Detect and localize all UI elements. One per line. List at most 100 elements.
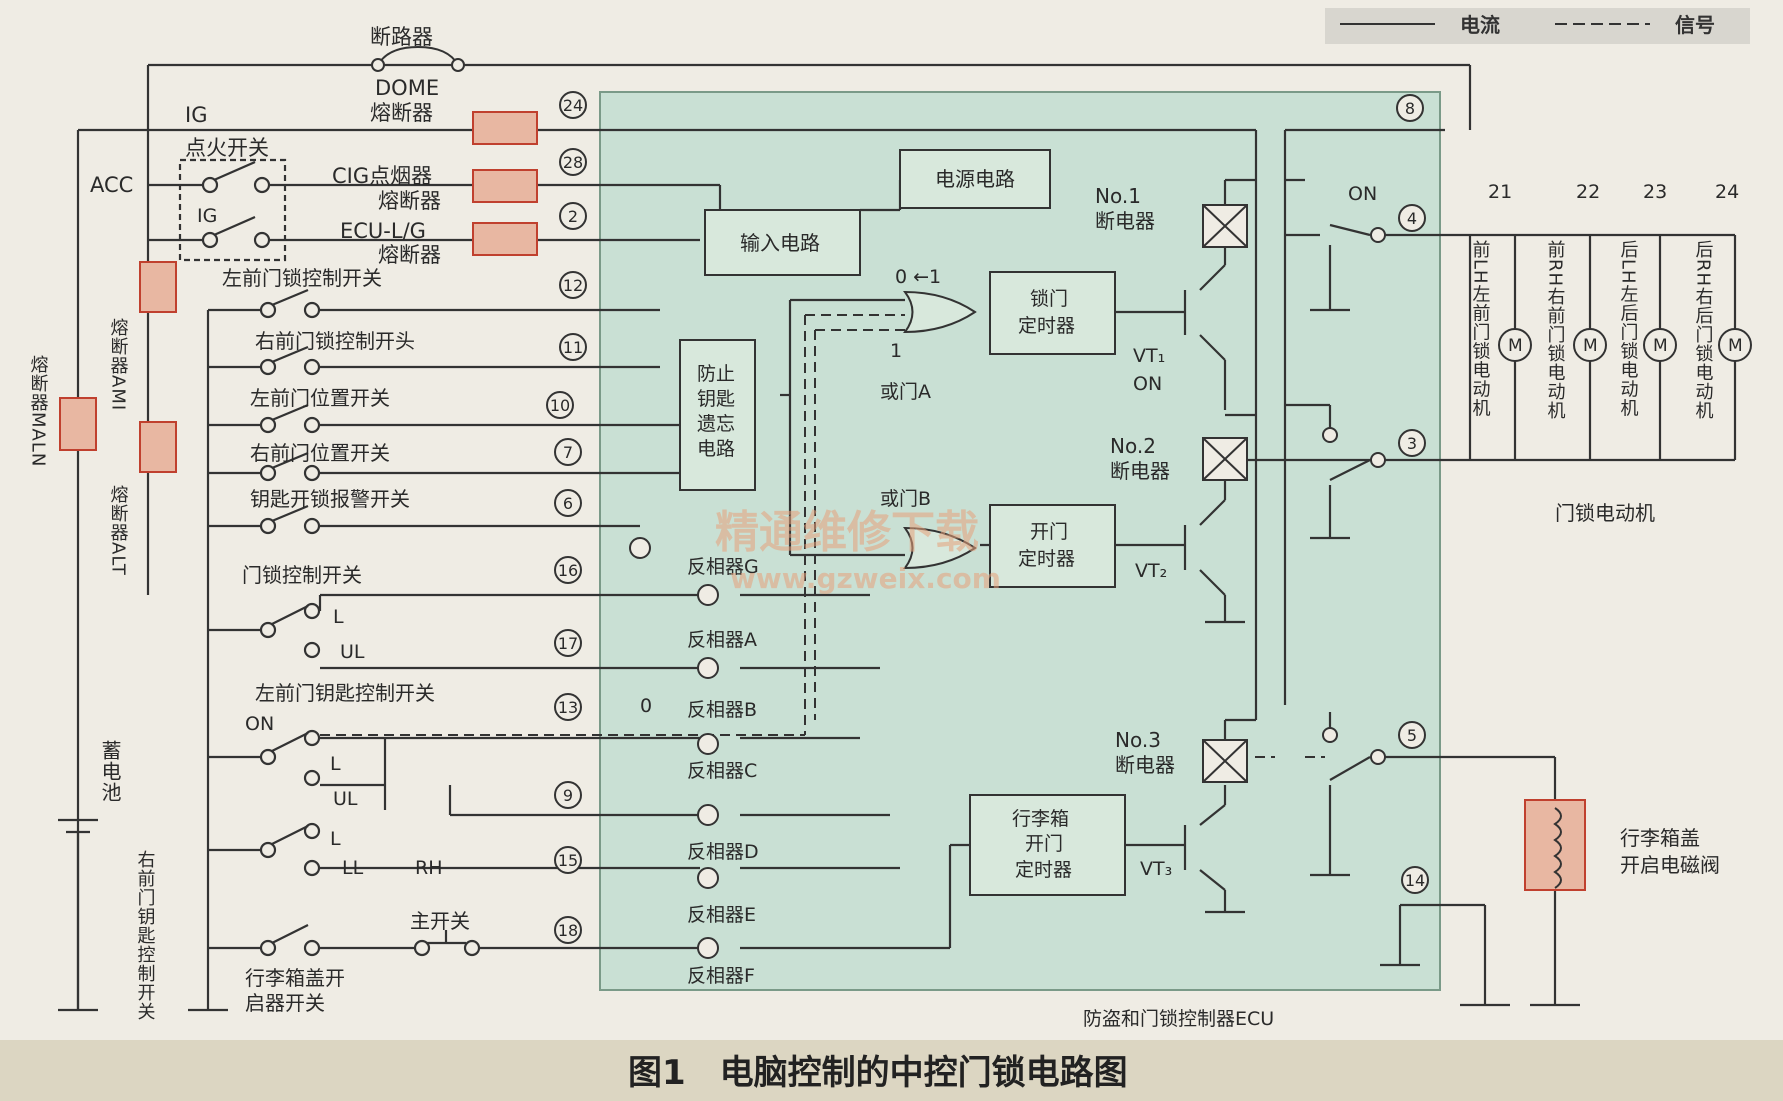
no1-label: No.1 xyxy=(1095,184,1141,208)
inv-g-label: 反相器G xyxy=(687,556,759,578)
watermark-cn: 精通维修下载 xyxy=(715,507,979,558)
vt3-label: VT₃ xyxy=(1140,858,1172,880)
legend-signal: 信号 xyxy=(1675,13,1715,37)
terminal-11: 11 xyxy=(563,338,583,357)
alt-fuse xyxy=(139,421,177,473)
m24-label: 24 xyxy=(1715,181,1739,203)
key-forget-1-label: 防止 xyxy=(697,363,735,385)
l3-label: L xyxy=(330,828,341,850)
acc-label: ACC xyxy=(90,173,133,197)
trunk-timer-1-label: 行李箱 xyxy=(1012,808,1069,830)
labels: 断路器DOME熔断器IG点火开关ACCIGCIG点烟器熔断器ECU-L/G熔断器… xyxy=(90,25,1743,1030)
trunk-timer-2-label: 开门 xyxy=(1025,833,1063,855)
no3-b-label: 断电器 xyxy=(1115,753,1175,777)
ul1-label: UL xyxy=(340,641,365,663)
signal-lines xyxy=(320,314,1325,758)
main-fuse-vertical-label: 熔断器MALN xyxy=(28,355,49,468)
one-label: 1 xyxy=(890,340,902,362)
cig-fuse xyxy=(472,169,538,203)
dome-fuse xyxy=(472,111,538,145)
alt-vertical-label: 熔断器ALT xyxy=(108,485,129,576)
terminal-4: 4 xyxy=(1407,209,1417,228)
inv-f-label: 反相器F xyxy=(687,965,755,987)
no3-label: No.3 xyxy=(1115,728,1161,752)
motor-m-label: M xyxy=(1583,336,1598,356)
key-forget-4-label: 电路 xyxy=(697,438,735,460)
dome-label: DOME xyxy=(375,76,439,100)
vt1-label: VT₁ xyxy=(1133,345,1165,367)
on-label: ON xyxy=(245,713,274,735)
vt1-on-label: ON xyxy=(1133,373,1162,395)
zero-one-label: 0 ←1 xyxy=(895,266,941,288)
ig-label: IG xyxy=(185,103,207,127)
terminal-3: 3 xyxy=(1407,434,1417,453)
cig-label: CIG点烟器 xyxy=(332,164,432,188)
legend: 电流 信号 xyxy=(1325,8,1750,44)
ami-vertical-label: 熔断器AMI xyxy=(108,318,129,411)
terminal-12: 12 xyxy=(563,276,583,295)
terminal-8: 8 xyxy=(1405,99,1415,118)
trunk-switch-1-label: 行李箱盖开 xyxy=(245,966,345,990)
terminal-16: 16 xyxy=(558,561,578,580)
ignition-switch-box xyxy=(178,158,287,262)
caption-bar xyxy=(0,1040,1783,1101)
motor-m-label: M xyxy=(1728,336,1743,356)
terminals xyxy=(546,91,1429,944)
key-forget-box xyxy=(679,339,756,491)
ecu-ig-fuse xyxy=(472,222,538,256)
m23-label: 23 xyxy=(1643,181,1667,203)
switches xyxy=(178,158,481,957)
terminal-18: 18 xyxy=(558,921,578,940)
or-b-label: 或门B xyxy=(880,488,931,510)
vt2-label: VT₂ xyxy=(1135,560,1167,582)
rf-key-vertical-label: 右前门钥匙控制开关 xyxy=(135,850,156,1021)
terminal-2: 2 xyxy=(568,207,578,226)
motor-rr-vertical-label: 后RH右后门锁电动机 xyxy=(1693,240,1714,420)
power-circuit-label: 电源电路 xyxy=(935,167,1015,191)
inv-a-label: 反相器A xyxy=(687,629,757,651)
ecu-ig-label: ECU-L/G xyxy=(340,219,426,243)
or-gate-b xyxy=(903,526,977,570)
l1-label: L xyxy=(333,606,344,628)
ul2-label: UL xyxy=(333,788,358,810)
terminal-6: 6 xyxy=(563,494,573,513)
input-circuit-box xyxy=(704,209,861,276)
unlock-timer-box xyxy=(989,504,1116,588)
power-circuit-box xyxy=(899,149,1051,209)
terminal-24: 24 xyxy=(563,96,583,115)
trunk-sol-2-label: 开启电磁阀 xyxy=(1620,853,1720,877)
main-fuse xyxy=(59,397,97,451)
figure-caption: 图1 电脑控制的中控门锁电路图 xyxy=(628,1053,1128,1093)
battery-vertical-label: 蓄电池 xyxy=(98,740,122,803)
motor-lf-vertical-label: 前LH左前门锁电动机 xyxy=(1470,240,1491,418)
main-switch-label: 主开关 xyxy=(410,909,470,933)
terminal-15: 15 xyxy=(558,851,578,870)
circuit-breaker-symbol xyxy=(377,45,459,66)
watermark-url: www.gzweix.com xyxy=(730,562,1001,595)
terminal-5: 5 xyxy=(1407,726,1417,745)
lf-key-switch-label: 左前门钥匙控制开关 xyxy=(255,681,435,705)
motor-label: 门锁电动机 xyxy=(1555,501,1655,525)
no1-b-label: 断电器 xyxy=(1095,209,1155,233)
or-a-label: 或门A xyxy=(880,381,931,403)
fuses xyxy=(59,111,1586,891)
ig2-label: IG xyxy=(197,205,217,227)
motor-m-label: M xyxy=(1508,336,1523,356)
lf-lock-switch-label: 左前门锁控制开关 xyxy=(222,266,382,290)
lock-timer-box xyxy=(989,271,1116,355)
inv-d-label: 反相器D xyxy=(687,841,759,863)
motor-m-label: M xyxy=(1653,336,1668,356)
cig-fuse-label: 熔断器 xyxy=(378,189,441,213)
input-circuit-label: 输入电路 xyxy=(740,231,820,255)
unlock-timer-1-label: 开门 xyxy=(1030,521,1068,543)
terminal-7: 7 xyxy=(563,443,573,462)
trunk-switch-2-label: 启器开关 xyxy=(245,991,325,1015)
lock-switch-label: 门锁控制开关 xyxy=(242,563,362,587)
unlock-timer-2-label: 定时器 xyxy=(1018,548,1075,570)
ecu-ig-fuse-label: 熔断器 xyxy=(378,243,441,267)
rf-pos-switch-label: 右前门位置开关 xyxy=(250,441,390,465)
relay-on-label: ON xyxy=(1348,183,1377,205)
